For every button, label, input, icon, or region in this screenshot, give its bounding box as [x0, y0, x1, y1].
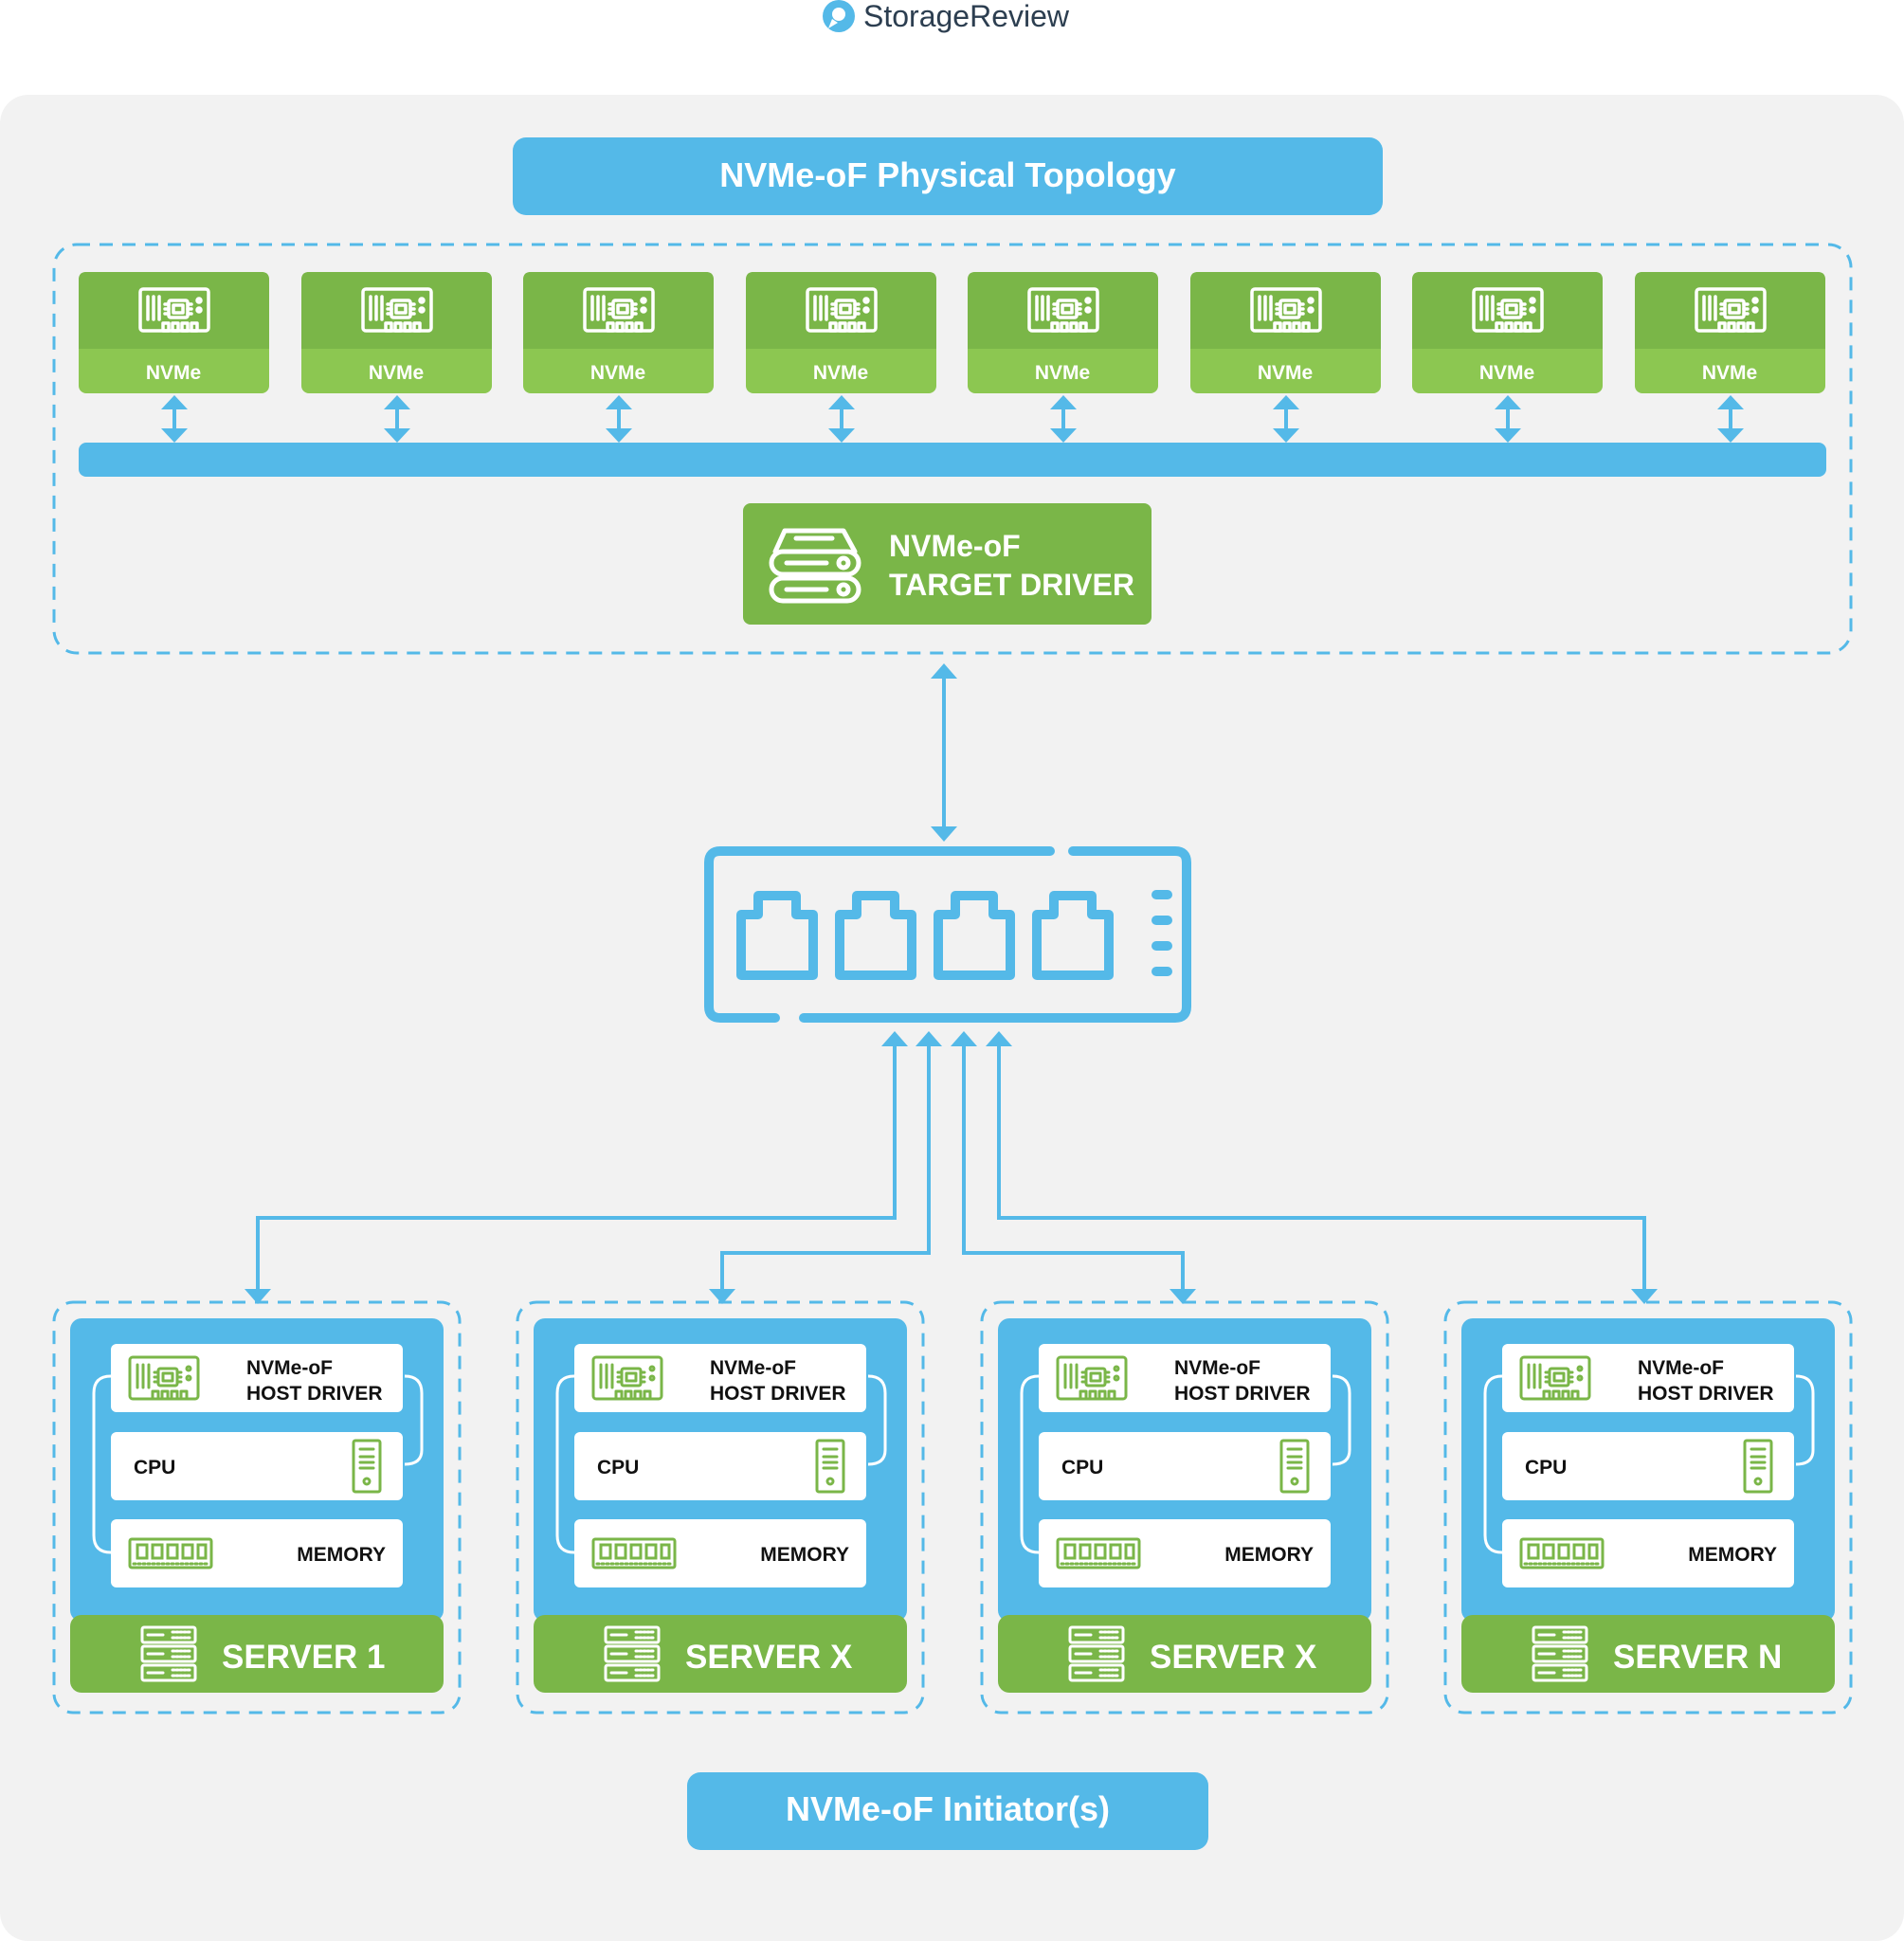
server-node: NVMe-oF HOST DRIVER CPU MEMORY SERVER X: [516, 1300, 925, 1714]
host-driver-row: NVMe-oF HOST DRIVER: [1502, 1344, 1794, 1412]
memory-label: MEMORY: [297, 1544, 386, 1566]
cpu-label: CPU: [134, 1457, 175, 1478]
host-driver-line1: NVMe-oF: [1638, 1357, 1724, 1379]
server-name-bar: SERVER N: [1461, 1615, 1835, 1693]
link-arrowheads: [245, 1031, 1658, 1304]
server-name-bar: SERVER X: [998, 1615, 1371, 1693]
memory-label: MEMORY: [1688, 1544, 1777, 1566]
nvme-drive-label: NVMe: [1702, 362, 1757, 384]
nvme-drive-label: NVMe: [1479, 362, 1534, 384]
drive-bus-arrow: [1495, 395, 1521, 443]
memory-row: MEMORY: [574, 1519, 866, 1587]
server-node: NVMe-oF HOST DRIVER CPU MEMORY SERVER X: [980, 1300, 1389, 1714]
network-switch: [704, 846, 1191, 1023]
nvme-drive: NVMe: [746, 272, 936, 443]
server-name: SERVER N: [1613, 1639, 1782, 1676]
storagereview-logo: StorageReview: [823, 0, 1070, 33]
switch-server-links: [256, 1043, 1646, 1295]
memory-row: MEMORY: [1502, 1519, 1794, 1587]
target-driver-line1: NVMe-oF: [889, 529, 1021, 563]
nvme-drive-label: NVMe: [369, 362, 424, 384]
pcie-bus: [79, 443, 1826, 477]
memory-row: MEMORY: [1039, 1519, 1331, 1587]
nvme-drive-label: NVMe: [146, 362, 201, 384]
host-driver-line1: NVMe-oF: [246, 1357, 333, 1379]
host-driver-line1: NVMe-oF: [1174, 1357, 1260, 1379]
target-enclosure: [52, 243, 1853, 655]
host-driver-line2: HOST DRIVER: [246, 1383, 383, 1405]
cpu-row: CPU: [1502, 1432, 1794, 1500]
nvme-drive: NVMe: [1635, 272, 1825, 443]
cpu-row: CPU: [1039, 1432, 1331, 1500]
nvme-drive: NVMe: [79, 272, 269, 443]
nvme-drive: NVMe: [1190, 272, 1381, 443]
nvme-drive-label: NVMe: [590, 362, 645, 384]
server-enclosure: [516, 1300, 925, 1714]
drive-bus-arrow: [1273, 395, 1299, 443]
diagram-title: NVMe-oF Physical Topology: [719, 155, 1175, 194]
target-driver-line2: TARGET DRIVER: [889, 568, 1134, 602]
nvme-drive: NVMe: [968, 272, 1158, 443]
server-name: SERVER X: [1150, 1639, 1317, 1676]
initiator-banner: NVMe-oF Initiator(s): [687, 1772, 1208, 1850]
server-name-bar: SERVER X: [534, 1615, 907, 1693]
drive-bus-arrow: [161, 395, 188, 443]
host-driver-line2: HOST DRIVER: [1638, 1383, 1774, 1405]
server-node: NVMe-oF HOST DRIVER CPU MEMORY SERVER N: [1443, 1300, 1853, 1714]
host-driver-row: NVMe-oF HOST DRIVER: [111, 1344, 403, 1412]
server-node: NVMe-oF HOST DRIVER CPU MEMORY SERVER 1: [52, 1300, 462, 1714]
target-switch-link: [931, 663, 957, 842]
nvme-drive: NVMe: [301, 272, 492, 443]
server-name: SERVER 1: [222, 1639, 386, 1676]
host-driver-line2: HOST DRIVER: [1174, 1383, 1311, 1405]
server-enclosure: [52, 1300, 462, 1714]
drive-bus-arrow: [828, 395, 855, 443]
nvme-drive-label: NVMe: [1035, 362, 1090, 384]
host-driver-row: NVMe-oF HOST DRIVER: [1039, 1344, 1331, 1412]
host-driver-line1: NVMe-oF: [710, 1357, 796, 1379]
memory-label: MEMORY: [1224, 1544, 1314, 1566]
cpu-row: CPU: [111, 1432, 403, 1500]
nvme-drive-row: NVMe NVMe NVMe NVMe NVMe NVMe NVMe NVMe: [79, 272, 1825, 443]
nvme-drive: NVMe: [1412, 272, 1603, 443]
cpu-label: CPU: [1525, 1457, 1567, 1478]
title-banner: NVMe-oF Physical Topology: [513, 137, 1383, 215]
drive-bus-arrow: [384, 395, 410, 443]
cpu-label: CPU: [597, 1457, 639, 1478]
server-enclosure: [980, 1300, 1389, 1714]
server-enclosure: [1443, 1300, 1853, 1714]
server-name: SERVER X: [685, 1639, 853, 1676]
memory-label: MEMORY: [760, 1544, 849, 1566]
target-driver-box: NVMe-oF TARGET DRIVER: [743, 503, 1151, 625]
nvme-drive-label: NVMe: [1258, 362, 1313, 384]
drive-bus-arrow: [606, 395, 632, 443]
cpu-row: CPU: [574, 1432, 866, 1500]
nvme-drive: NVMe: [523, 272, 714, 443]
initiator-label: NVMe-oF Initiator(s): [786, 1789, 1110, 1828]
brand-name: StorageReview: [863, 0, 1070, 33]
drive-bus-arrow: [1050, 395, 1077, 443]
host-driver-row: NVMe-oF HOST DRIVER: [574, 1344, 866, 1412]
memory-row: MEMORY: [111, 1519, 403, 1587]
nvme-drive-label: NVMe: [813, 362, 868, 384]
host-driver-line2: HOST DRIVER: [710, 1383, 846, 1405]
drive-bus-arrow: [1717, 395, 1744, 443]
server-name-bar: SERVER 1: [70, 1615, 444, 1693]
cpu-label: CPU: [1061, 1457, 1103, 1478]
